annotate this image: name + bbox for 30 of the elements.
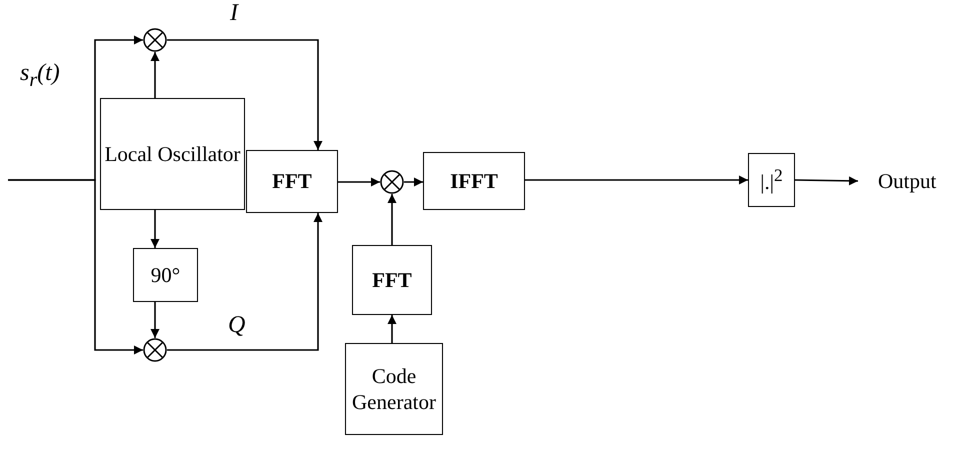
block-label: |.|$^{2}$: [760, 164, 783, 196]
arrow: [150, 52, 160, 98]
block-box: [748, 153, 795, 207]
mixer-symbol: [143, 338, 167, 362]
arrow: [150, 210, 160, 248]
arrow: [150, 302, 160, 338]
block-label: Local Oscillator: [104, 140, 240, 168]
block-label: IFFT: [450, 168, 498, 194]
block-label: FFT: [272, 168, 312, 195]
block-label: Code Generator: [351, 362, 437, 416]
arrow: [167, 213, 322, 351]
arrow: [338, 178, 380, 186]
block-label: FFT: [372, 266, 412, 294]
arrow: [167, 39, 322, 150]
block-box: [100, 98, 245, 210]
block-box: [246, 150, 338, 213]
block-box: [423, 152, 525, 210]
output-text: Output: [858, 160, 958, 202]
mixer-symbol: [143, 28, 167, 52]
arrow: [8, 179, 143, 354]
block-label: 90°: [150, 262, 180, 288]
block-box: [133, 248, 198, 302]
block-box: [352, 245, 432, 315]
block-box: [345, 343, 443, 435]
arrow: [404, 178, 423, 186]
arrow: [794, 176, 858, 186]
arrow: [388, 315, 396, 343]
mixer-symbol: [380, 170, 404, 194]
arrow: [388, 194, 396, 245]
arrow: [525, 176, 748, 184]
